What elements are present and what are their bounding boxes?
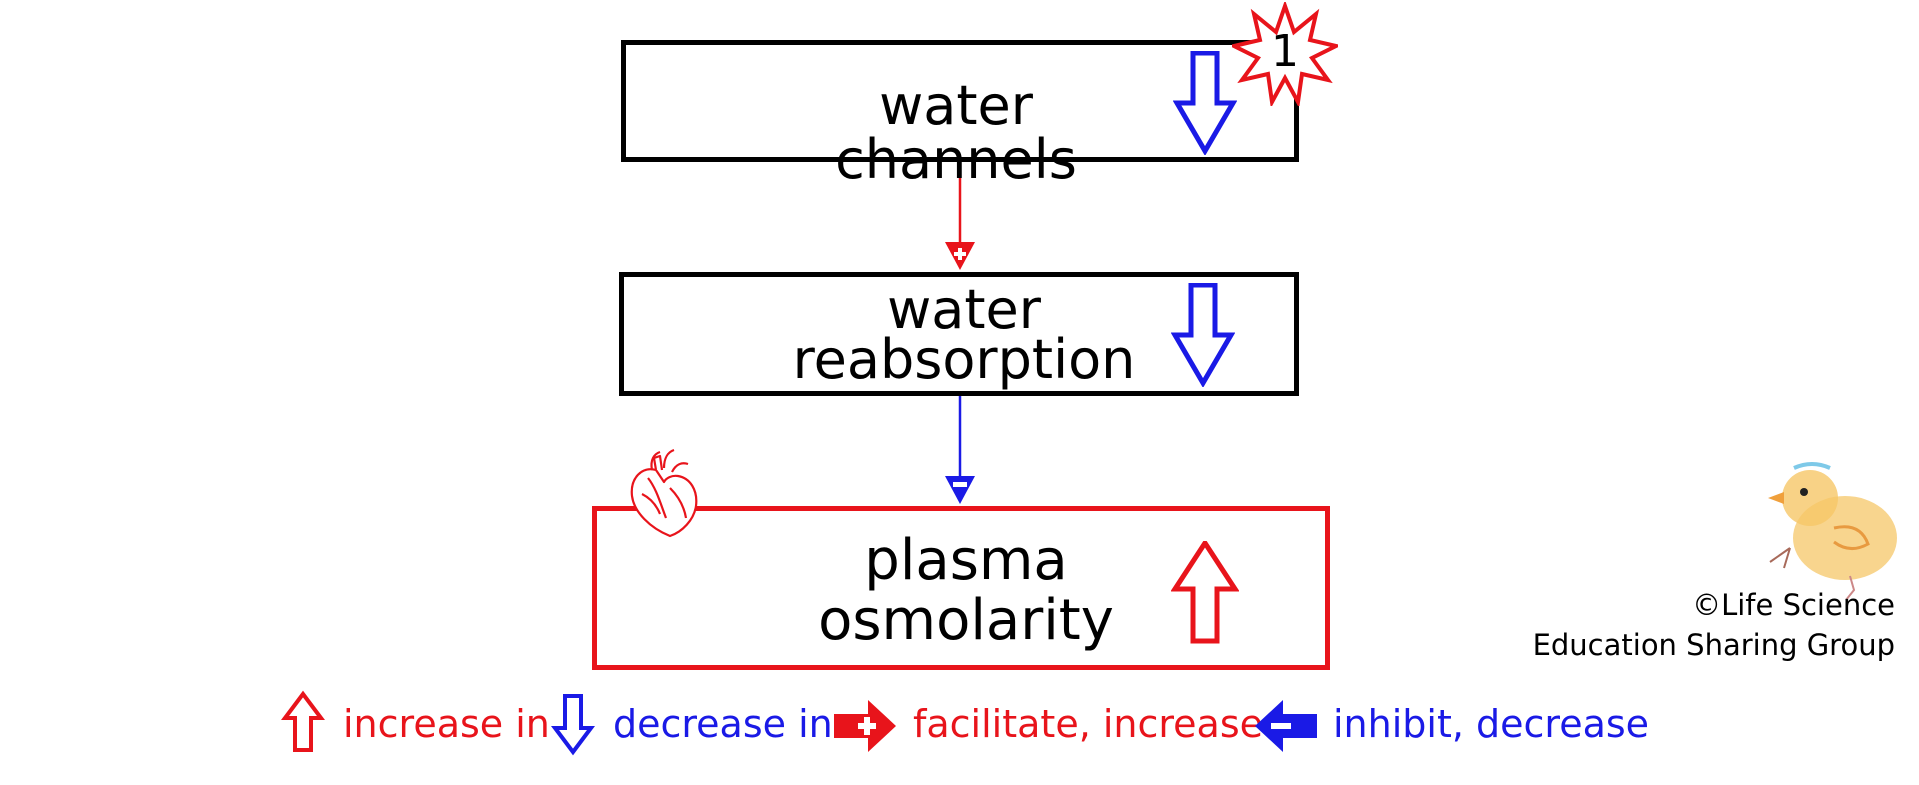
starburst-badge-icon: [1232, 2, 1338, 106]
duck-mascot-icon: [1768, 462, 1897, 601]
node-label-line1: plasma: [864, 528, 1068, 593]
credit-line2: Education Sharing Group: [1532, 628, 1895, 662]
heart-icon: [630, 448, 698, 538]
legend: increase in decrease in facilitate, incr…: [0, 690, 1919, 756]
legend-facilitate-label: facilitate, increase: [913, 702, 1264, 746]
up-arrow-icon: [1171, 541, 1239, 644]
edge-inhibit: [945, 396, 975, 504]
node-water-channels: water channels: [621, 40, 1299, 187]
node-label-line2: reabsorption: [792, 328, 1136, 391]
edge-facilitate: [945, 162, 975, 270]
down-arrow-icon: [1173, 51, 1237, 155]
legend-inhibit-label: inhibit, decrease: [1333, 702, 1650, 746]
starburst-badge: 1: [1232, 2, 1338, 106]
node-label-line2: osmolarity: [818, 588, 1114, 653]
node-plasma-osmolarity: plasma osmolarity: [592, 506, 1330, 670]
facilitate-arrow-icon: [834, 700, 896, 752]
node-label: water channels: [835, 74, 1077, 191]
up-arrow-icon: [281, 690, 325, 752]
node-water-reabsorption: water reabsorption: [619, 272, 1299, 396]
down-arrow-icon: [1171, 283, 1235, 387]
legend-increase-label: increase in: [343, 702, 550, 746]
inhibit-arrow-icon: [1255, 700, 1317, 752]
credit-line1: ©Life Science: [1692, 588, 1895, 622]
legend-decrease-label: decrease in: [613, 702, 833, 746]
node-label-line1: water: [887, 278, 1041, 341]
badge-number: 1: [1271, 26, 1299, 77]
inhibit-head-icon: [945, 476, 975, 504]
down-arrow-icon: [551, 694, 595, 756]
